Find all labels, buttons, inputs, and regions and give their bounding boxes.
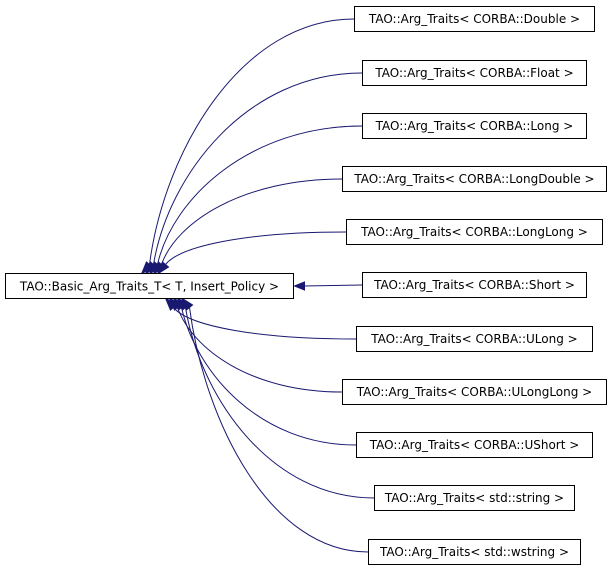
derived-class-label: TAO::Arg_Traits< std::string >: [384, 491, 564, 505]
derived-class-node[interactable]: TAO::Arg_Traits< std::wstring >: [368, 539, 581, 565]
inheritance-edge: [161, 178, 343, 265]
derived-class-node[interactable]: TAO::Arg_Traits< CORBA::UShort >: [356, 432, 593, 458]
derived-class-label: TAO::Arg_Traits< CORBA::Long >: [375, 119, 574, 133]
inheritance-edge: [177, 307, 343, 393]
base-class-label: TAO::Basic_Arg_Traits_T< T, Insert_Polic…: [19, 280, 279, 294]
inheritance-edge: [153, 72, 363, 265]
inheritance-edge: [149, 18, 355, 265]
derived-class-label: TAO::Arg_Traits< CORBA::Short >: [373, 278, 575, 292]
inheritance-arrowhead: [293, 281, 305, 291]
derived-class-node[interactable]: TAO::Arg_Traits< CORBA::LongLong >: [346, 219, 603, 245]
derived-class-node[interactable]: TAO::Arg_Traits< CORBA::LongDouble >: [342, 166, 607, 192]
derived-class-label: TAO::Arg_Traits< CORBA::UShort >: [369, 438, 580, 452]
derived-class-label: TAO::Arg_Traits< CORBA::LongDouble >: [353, 172, 594, 186]
inheritance-arrowhead: [180, 296, 194, 311]
inheritance-edge: [173, 307, 357, 340]
derived-class-label: TAO::Arg_Traits< std::wstring >: [379, 545, 569, 559]
inheritance-arrowhead: [156, 261, 170, 276]
inheritance-edge: [185, 307, 375, 499]
inheritance-edge: [181, 307, 357, 446]
class-nodes: TAO::Basic_Arg_Traits_T< T, Insert_Polic…: [5, 6, 607, 565]
inheritance-edge: [189, 307, 369, 553]
derived-class-node[interactable]: TAO::Arg_Traits< CORBA::ULong >: [356, 326, 593, 352]
derived-class-label: TAO::Arg_Traits< CORBA::Float >: [374, 66, 573, 80]
derived-class-node[interactable]: TAO::Arg_Traits< std::string >: [374, 485, 575, 511]
derived-class-node[interactable]: TAO::Arg_Traits< CORBA::Double >: [354, 6, 595, 32]
derived-class-node[interactable]: TAO::Arg_Traits< CORBA::Float >: [362, 60, 587, 86]
derived-class-label: TAO::Arg_Traits< CORBA::ULong >: [370, 332, 577, 346]
derived-class-node[interactable]: TAO::Arg_Traits< CORBA::Short >: [362, 272, 587, 298]
inheritance-edge: [165, 231, 347, 265]
derived-class-label: TAO::Arg_Traits< CORBA::Double >: [368, 12, 580, 26]
derived-class-label: TAO::Arg_Traits< CORBA::ULongLong >: [356, 385, 593, 399]
base-class-node[interactable]: TAO::Basic_Arg_Traits_T< T, Insert_Polic…: [5, 273, 294, 299]
inheritance-edge: [303, 284, 363, 287]
inheritance-edge: [157, 125, 363, 265]
derived-class-node[interactable]: TAO::Arg_Traits< CORBA::ULongLong >: [342, 379, 607, 405]
derived-class-label: TAO::Arg_Traits< CORBA::LongLong >: [360, 225, 588, 239]
derived-class-node[interactable]: TAO::Arg_Traits< CORBA::Long >: [362, 113, 587, 139]
inheritance-edges: [140, 18, 375, 553]
